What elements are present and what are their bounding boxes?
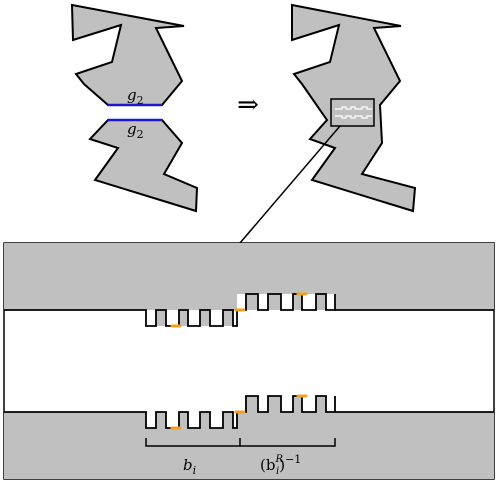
zoom-box bbox=[330, 98, 375, 127]
left-upper-piece bbox=[70, 3, 185, 106]
left-lower-piece bbox=[88, 119, 199, 213]
brace-left-label: bi bbox=[183, 456, 196, 477]
seam-top bbox=[335, 106, 372, 110]
seam-bottom bbox=[335, 115, 372, 119]
gluing-label-top: g2 bbox=[127, 86, 144, 107]
brace-left bbox=[145, 438, 241, 447]
markers-upper bbox=[170, 292, 308, 328]
upper-band bbox=[4, 243, 494, 326]
lower-band bbox=[4, 396, 494, 479]
right-glued-polygon bbox=[291, 3, 417, 213]
implies-arrow: ⇒ bbox=[237, 90, 259, 120]
gluing-label-bottom: g2 bbox=[127, 120, 144, 141]
markers-lower bbox=[170, 394, 308, 430]
zoom-connector bbox=[239, 125, 341, 244]
left-polygon-group: g2 g2 bbox=[70, 3, 199, 213]
right-polygon-group bbox=[239, 3, 417, 244]
brace-right bbox=[240, 438, 336, 447]
